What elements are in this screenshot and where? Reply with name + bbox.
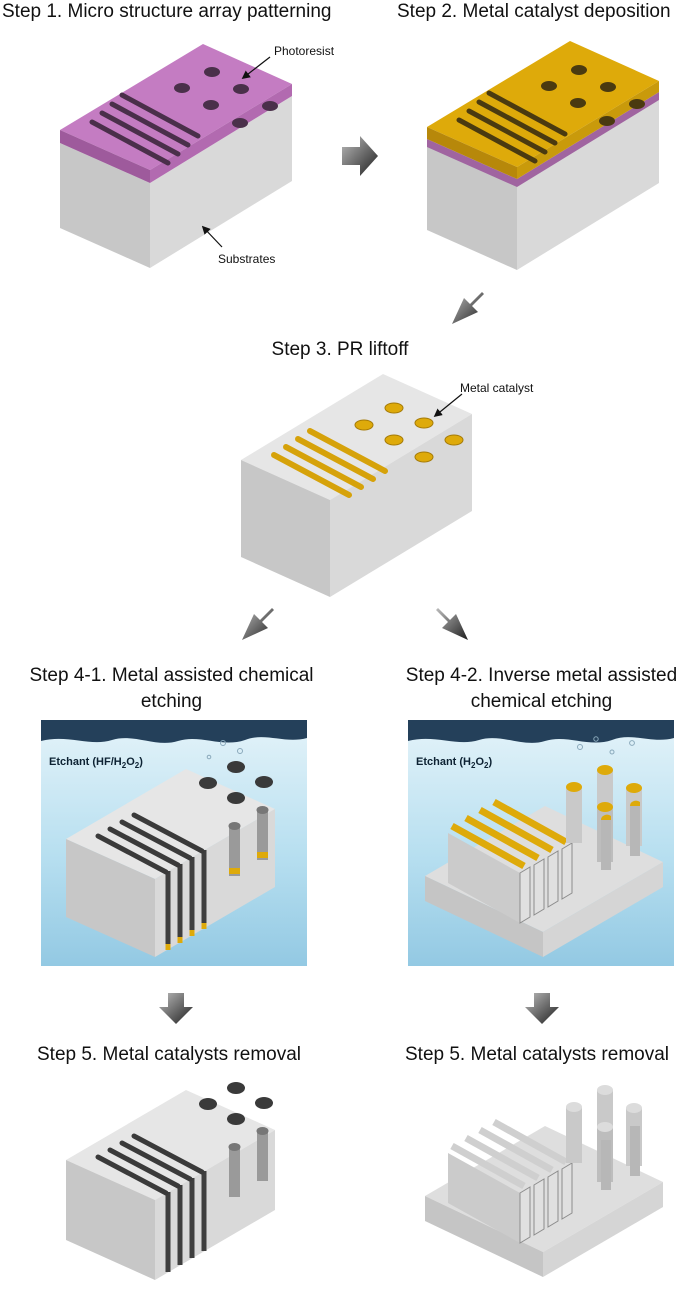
- pillars: [566, 765, 642, 870]
- step4-2-title-line1: Step 4-2. Inverse metal assisted: [405, 665, 678, 686]
- step4-1-title-line2: etching: [140, 691, 203, 712]
- step2-block: [427, 41, 659, 270]
- step5-left-title: Step 5. Metal catalysts removal: [37, 1044, 301, 1065]
- photoresist-pointer: [241, 56, 271, 80]
- liquid-surface-wave: [41, 720, 307, 743]
- step5-right-block: [425, 1085, 663, 1277]
- step5-right-title: Step 5. Metal catalysts removal: [405, 1044, 669, 1065]
- fin-tops: [450, 1118, 568, 1190]
- cut-pores: [228, 1127, 269, 1197]
- arrow-step3-to-step4-2: [436, 608, 468, 640]
- metal-caps: [450, 798, 568, 870]
- substrates-pointer: [201, 225, 223, 248]
- etched-holes: [199, 761, 273, 804]
- substrate-front-face: [155, 1130, 275, 1280]
- substrates-label: Substrates: [218, 252, 276, 266]
- arrow-step4-1-to-step5: [159, 993, 193, 1024]
- substrate-front-face: [155, 809, 275, 957]
- step2-title: Step 2. Metal catalyst deposition: [397, 1, 671, 22]
- metal-at-trench-bottom: [165, 923, 207, 950]
- substrate-front-face: [330, 414, 472, 597]
- etched-trenches: [165, 1171, 207, 1272]
- metal-left-edge: [427, 127, 517, 179]
- substrate-left-face: [241, 460, 330, 597]
- step4-1-panel: [41, 720, 307, 966]
- metal-catalyst-pointer: [433, 393, 463, 418]
- step5-left-block: [66, 1082, 275, 1280]
- base-front-face: [543, 1182, 663, 1277]
- trench-openings: [95, 812, 205, 875]
- trench-lines: [89, 92, 201, 166]
- metal-front-edge: [517, 81, 659, 179]
- arrow-step4-2-to-step5: [525, 993, 559, 1024]
- substrate-front-face: [150, 96, 292, 268]
- substrate-left-face: [60, 143, 150, 268]
- arrow-step1-to-step2: [342, 136, 378, 176]
- fin-walls: [519, 1162, 573, 1244]
- base-left-face: [425, 1196, 543, 1277]
- photoresist-layer-edge: [427, 92, 659, 187]
- pillars: [566, 1085, 642, 1190]
- metal-dots: [354, 402, 464, 463]
- hole-array: [541, 65, 645, 126]
- trench-lines: [456, 90, 568, 164]
- metal-lines: [271, 428, 388, 498]
- wall-block-left: [448, 1153, 520, 1243]
- photoresist-label: Photoresist: [274, 44, 335, 58]
- base-front-face: [543, 862, 663, 957]
- step1-block: [60, 44, 292, 268]
- hole-array: [174, 67, 278, 128]
- step3-title: Step 3. PR liftoff: [271, 339, 409, 360]
- base-left-face: [425, 876, 543, 957]
- etched-trenches: [165, 850, 207, 950]
- substrate-front-face: [517, 98, 659, 270]
- liquid-surface-wave: [408, 720, 674, 743]
- substrate-top: [66, 769, 275, 879]
- etchant-label-right: Etchant (H2O2): [416, 756, 493, 771]
- etched-holes: [199, 1082, 273, 1125]
- substrate-top: [66, 1090, 275, 1200]
- cut-pores: [228, 806, 269, 876]
- metal-catalyst-label: Metal catalyst: [460, 381, 534, 395]
- step3-block: [241, 374, 472, 597]
- photoresist-front-edge: [150, 84, 292, 183]
- wall-block-left: [448, 833, 520, 923]
- photoresist-left-edge: [60, 130, 150, 183]
- bubbles: [577, 736, 635, 755]
- substrate-left-face: [66, 839, 155, 957]
- step4-1-title-line1: Step 4-1. Metal assisted chemical: [29, 665, 314, 686]
- substrate-left-face: [66, 1160, 155, 1280]
- etchant-label-left: Etchant (HF/H2O2): [49, 756, 143, 771]
- arrow-step2-to-step3: [452, 292, 484, 324]
- fin-walls: [519, 842, 573, 924]
- step1-title: Step 1. Micro structure array patterning: [2, 1, 332, 22]
- step4-2-title-line2: chemical etching: [470, 691, 613, 712]
- step4-2-panel: [408, 720, 674, 966]
- trench-openings: [95, 1133, 205, 1196]
- arrow-step3-to-step4-1: [242, 608, 274, 640]
